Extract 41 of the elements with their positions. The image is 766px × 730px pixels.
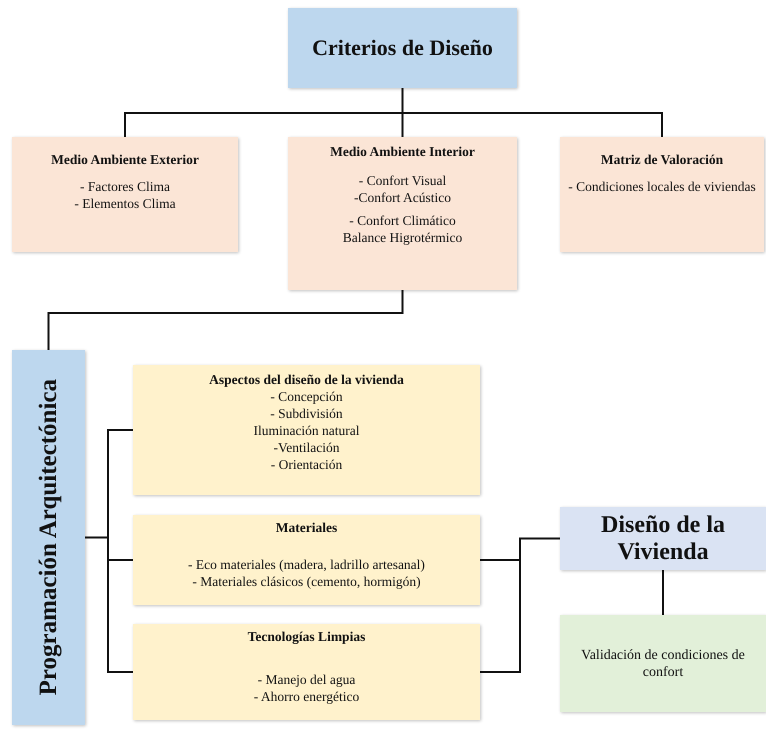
list-item: -Ventilación [272,439,340,456]
list-item: - Confort Climático [348,212,457,229]
content-box [12,137,238,252]
list-item: Iluminación natural [252,422,361,439]
list-item: - Condiciones locales de viviendas [567,178,757,195]
list-item: - Manejo del agua [256,671,356,688]
vertical-heading-box [12,350,85,725]
content-box [560,137,764,252]
heading: Criterios de Diseño [312,35,493,61]
list-item: - Factores Clima [79,178,171,195]
list-item: - Confort Visual [358,172,448,189]
list-item: - Concepción [269,388,344,405]
content-box [133,515,480,605]
content-box [133,365,480,495]
list-item: - Elementos Clima [73,195,177,212]
body-text: Validación de condiciones de confort [580,646,746,680]
list-item: - Materiales clásicos (cemento, hormigón) [191,573,422,590]
heading: Aspectos del diseño de la vivienda [209,371,404,388]
list-item: - Eco materiales (madera, ladrillo artesanal) [187,556,426,573]
connector-line [402,88,663,137]
heading: Diseño de la Vivienda [600,512,726,566]
vertical-heading: Programación Arquitectónica [34,379,62,696]
heading: Materiales [276,519,338,536]
connector-line [85,536,133,673]
content-box [560,615,766,712]
content-box [133,624,480,720]
heading: Matriz de Valoración [600,151,724,168]
connector-line [480,538,560,673]
list-item: - Subdivisión [269,405,344,422]
heading: Medio Ambiente Interior [330,143,475,160]
connector-line [48,290,404,350]
list-item: Balance Higrotérmico [342,229,464,246]
heading-box [560,507,766,570]
list-item: - Ahorro energético [252,688,360,705]
content-box [288,137,517,290]
heading: Medio Ambiente Exterior [51,151,199,168]
heading: Tecnologías Limpias [248,628,366,645]
list-item: -Confort Acústico [352,189,452,206]
heading-box [288,8,517,88]
connector-line [662,570,664,615]
list-item: - Orientación [270,456,344,473]
